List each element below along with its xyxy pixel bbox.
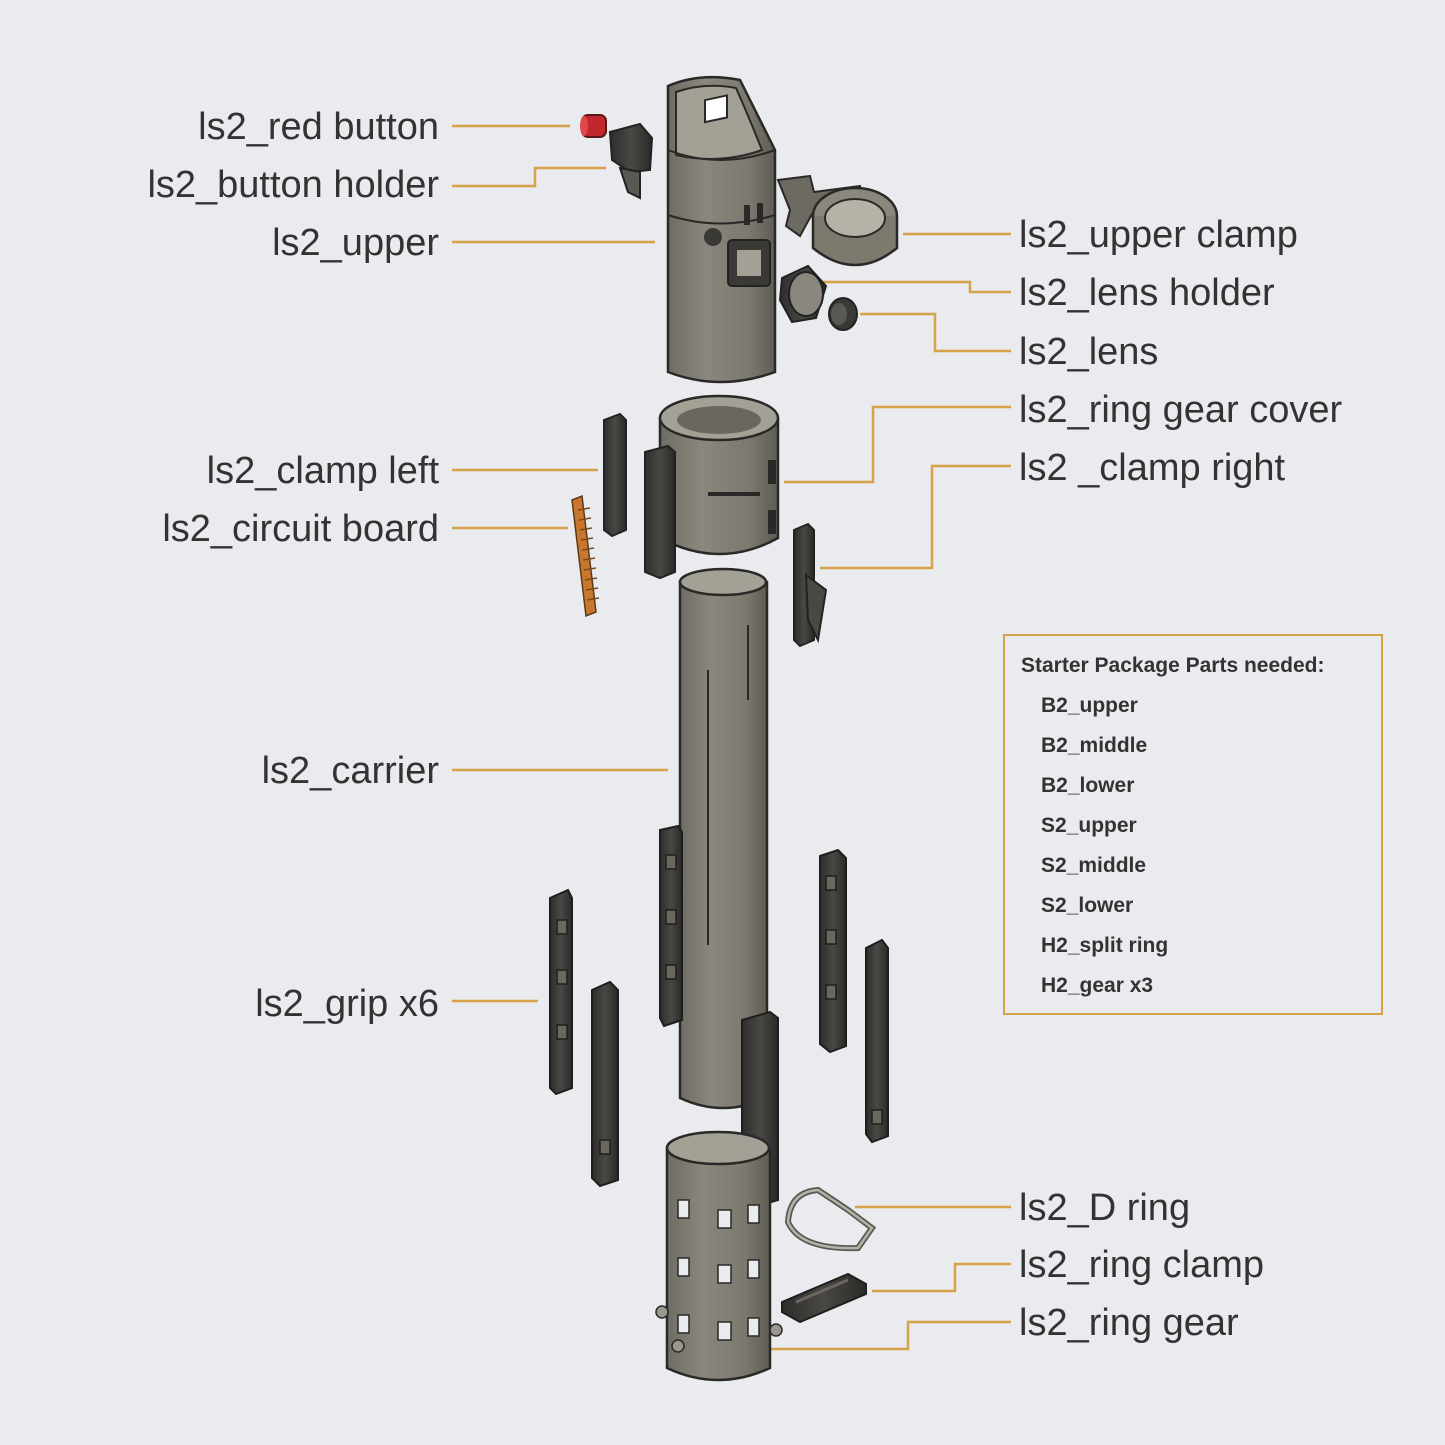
leader-lines [452,124,1011,1351]
starter-package-item: H2_split ring [1041,934,1169,957]
starter-package-item: S2_upper [1041,814,1137,837]
ring-clamp-part [781,1272,867,1324]
circuit-board-part [571,494,600,618]
leader-ring-gear-cover [784,405,1011,484]
clamp-right-part [793,522,828,648]
starter-package-item: B2_lower [1041,774,1135,797]
button-holder-part [608,122,654,200]
label-carrier: ls2_carrier [261,750,439,792]
label-d-ring: ls2_D ring [1019,1187,1191,1229]
clamp-left-part [603,412,676,580]
leader-ring-gear [770,1320,1011,1351]
label-circuit-board: ls2_circuit board [162,508,439,550]
d-ring-part [784,1186,877,1252]
label-ring-gear-cover: ls2_ring gear cover [1019,389,1343,431]
starter-package-item: S2_middle [1041,854,1147,877]
leader-button-holder [452,166,606,188]
leader-ring-clamp [872,1262,1011,1293]
starter-package-item: S2_lower [1041,894,1134,917]
ring-gear-part [655,1130,783,1382]
leader-clamp-right [820,464,1011,570]
starter-package-box: Starter Package Parts needed: B2_upper B… [1003,634,1383,1015]
label-ring-clamp: ls2_ring clamp [1019,1244,1264,1286]
upper-part [666,75,777,384]
label-lens-holder: ls2_lens holder [1019,272,1275,314]
starter-package-item: B2_middle [1041,734,1148,757]
starter-package-item: H2_gear x3 [1041,974,1154,997]
label-clamp-left: ls2_clamp left [206,450,439,492]
grip-slots [556,854,883,1175]
starter-package-title: Starter Package Parts needed: [1021,654,1325,677]
label-button-holder: ls2_button holder [147,164,439,206]
label-grip: ls2_grip x6 [255,983,439,1025]
lens-holder-part [778,264,828,324]
label-upper-clamp: ls2_upper clamp [1019,214,1298,256]
upper-clamp-part [776,174,899,267]
carrier-part [678,567,769,1110]
red-button-part [580,114,607,138]
lens-part [828,297,858,331]
leader-lens [860,312,1011,353]
label-ring-gear: ls2_ring gear [1019,1302,1239,1344]
ring-gear-cover-part [658,394,780,556]
starter-package-item: B2_upper [1041,694,1138,717]
leader-lens-holder [822,280,1011,294]
label-upper: ls2_upper [272,222,439,264]
label-lens: ls2_lens [1019,331,1159,373]
label-clamp-right: ls2 _clamp right [1019,447,1286,489]
label-red-button: ls2_red button [198,106,439,148]
starter-package-list: B2_upper B2_middle B2_lower S2_upper S2_… [1041,694,1168,1014]
